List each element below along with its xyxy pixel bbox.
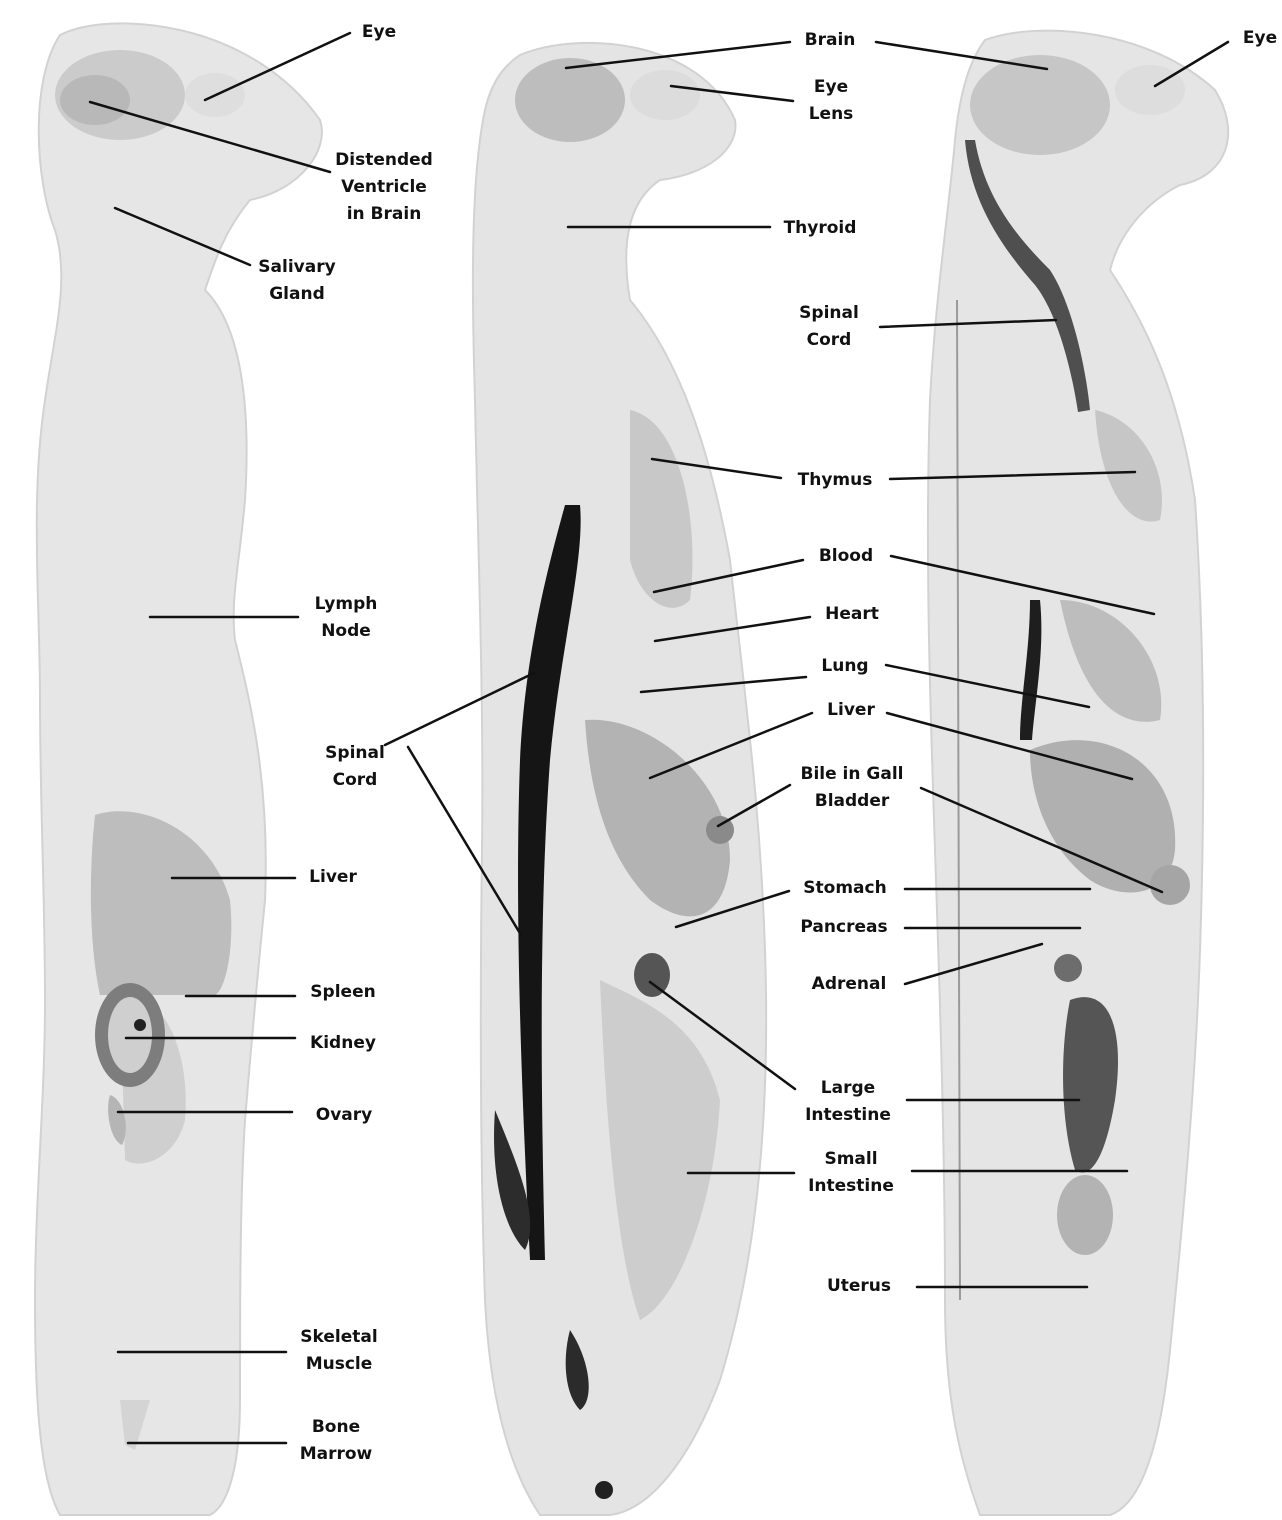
- label-heart: Heart: [825, 601, 879, 628]
- middle-section-body: [473, 43, 766, 1515]
- label-line: Cord: [799, 327, 859, 354]
- label-line: Eye: [362, 19, 396, 46]
- label-line: Small: [808, 1146, 894, 1173]
- label-brain: Brain: [805, 27, 856, 54]
- label-spinal-cord-right: Spinal Cord: [799, 300, 859, 354]
- left-section-body: [35, 23, 322, 1515]
- label-line: Node: [315, 618, 378, 645]
- label-line: Gland: [258, 281, 335, 308]
- label-line: Bladder: [801, 788, 904, 815]
- label-uterus: Uterus: [827, 1273, 891, 1300]
- label-ovary: Ovary: [316, 1102, 372, 1129]
- right-section-body: [928, 31, 1228, 1515]
- label-distended-ventricle: Distended Ventricle in Brain: [335, 147, 433, 228]
- label-line: Kidney: [310, 1030, 376, 1057]
- label-line: Spinal: [799, 300, 859, 327]
- label-line: Eye: [1243, 25, 1277, 52]
- label-line: Thymus: [798, 467, 873, 494]
- label-line: Skeletal: [300, 1324, 377, 1351]
- label-liver-left: Liver: [309, 864, 357, 891]
- label-line: Large: [805, 1075, 891, 1102]
- label-line: Lens: [809, 101, 854, 128]
- label-line: Lymph: [315, 591, 378, 618]
- label-line: Thyroid: [784, 215, 857, 242]
- label-pancreas: Pancreas: [800, 914, 887, 941]
- label-large-intestine: Large Intestine: [805, 1075, 891, 1129]
- label-stomach: Stomach: [803, 875, 886, 902]
- label-line: Cord: [325, 767, 385, 794]
- label-line: Bone: [300, 1414, 373, 1441]
- label-line: Spinal: [325, 740, 385, 767]
- label-adrenal: Adrenal: [812, 971, 887, 998]
- label-eye-right: Eye: [1243, 25, 1277, 52]
- label-line: Muscle: [300, 1351, 377, 1378]
- label-bile-in-gall-bladder: Bile in Gall Bladder: [801, 761, 904, 815]
- label-thymus: Thymus: [798, 467, 873, 494]
- label-skeletal-muscle: Skeletal Muscle: [300, 1324, 377, 1378]
- label-line: Heart: [825, 601, 879, 628]
- label-line: Eye: [809, 74, 854, 101]
- label-liver-mid: Liver: [827, 697, 875, 724]
- label-bone-marrow: Bone Marrow: [300, 1414, 373, 1468]
- label-line: Bile in Gall: [801, 761, 904, 788]
- label-line: Salivary: [258, 254, 335, 281]
- label-line: Brain: [805, 27, 856, 54]
- label-line: Adrenal: [812, 971, 887, 998]
- label-line: Uterus: [827, 1273, 891, 1300]
- label-line: Pancreas: [800, 914, 887, 941]
- label-salivary-gland: Salivary Gland: [258, 254, 335, 308]
- label-spleen: Spleen: [310, 979, 375, 1006]
- label-lung: Lung: [821, 653, 868, 680]
- label-line: Intestine: [808, 1173, 894, 1200]
- label-thyroid: Thyroid: [784, 215, 857, 242]
- label-spinal-cord-mid: Spinal Cord: [325, 740, 385, 794]
- label-kidney: Kidney: [310, 1030, 376, 1057]
- label-line: in Brain: [335, 201, 433, 228]
- label-eye-lens: Eye Lens: [809, 74, 854, 128]
- label-line: Liver: [309, 864, 357, 891]
- label-blood: Blood: [819, 543, 873, 570]
- label-line: Blood: [819, 543, 873, 570]
- label-line: Ventricle: [335, 174, 433, 201]
- label-line: Liver: [827, 697, 875, 724]
- label-line: Distended: [335, 147, 433, 174]
- label-lymph-node: Lymph Node: [315, 591, 378, 645]
- label-line: Marrow: [300, 1441, 373, 1468]
- label-eye-left: Eye: [362, 19, 396, 46]
- label-line: Spleen: [310, 979, 375, 1006]
- label-line: Stomach: [803, 875, 886, 902]
- label-small-intestine: Small Intestine: [808, 1146, 894, 1200]
- label-line: Ovary: [316, 1102, 372, 1129]
- label-line: Lung: [821, 653, 868, 680]
- label-line: Intestine: [805, 1102, 891, 1129]
